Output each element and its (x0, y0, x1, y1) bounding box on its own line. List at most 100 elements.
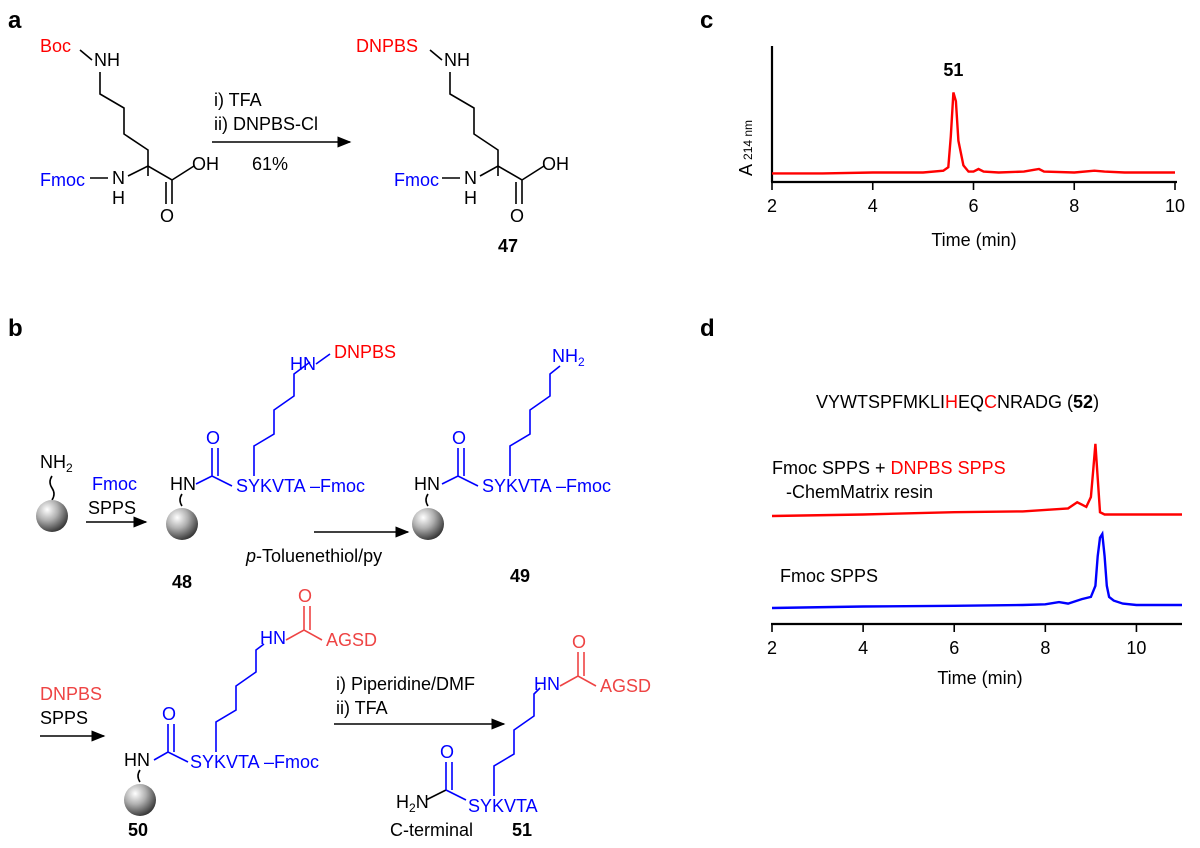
carbonyl-49 (441, 448, 479, 487)
resin-bead-49 (412, 508, 444, 540)
side-chain-48 (253, 361, 311, 476)
hn-48: HN (170, 474, 196, 494)
carbonyl-50 (153, 724, 189, 763)
carbonyl-agsd-51 (559, 652, 597, 687)
yield-label: 61% (252, 154, 288, 174)
peptide-50: SYKVTA (190, 752, 260, 772)
chart-c-trace (772, 92, 1175, 175)
chart-c-tick-label-2: 6 (968, 196, 978, 216)
resin-linker-1 (49, 475, 55, 501)
panel-a-scheme: Boc NH Fmoc N H OH O i) TFA ii) DNPBS-Cl… (40, 36, 569, 256)
resin-bead-1 (36, 500, 68, 532)
nh2-49: NH2 (552, 346, 585, 369)
resin-linker-48 (179, 493, 183, 507)
dnpbs-48: DNPBS (334, 342, 396, 362)
dnpbs-spps-label: DNPBS (40, 684, 102, 704)
chart-d-tick-label-3: 8 (1040, 638, 1050, 658)
resin-linker-49 (425, 493, 429, 507)
c-terminal-label: C-terminal (390, 820, 473, 840)
carbonyl-48 (195, 448, 233, 487)
hn-side-50: HN (260, 628, 286, 648)
agsd-51: AGSD (600, 676, 651, 696)
prod-carbonyl-o: O (510, 206, 524, 226)
resin-bead-50 (124, 784, 156, 816)
prod-backbone (442, 165, 545, 204)
panel-label-b: b (8, 315, 23, 342)
spps-label-2: SPPS (40, 708, 88, 728)
hn-50: HN (124, 750, 150, 770)
spps-label-1: SPPS (88, 498, 136, 518)
legend-red-line2: -ChemMatrix resin (786, 482, 933, 502)
chart-d-title: VYWTSPFMKLIHEQCNRADG (52) (816, 392, 1099, 412)
resin-linker-50 (137, 769, 141, 783)
panel-label-a: a (8, 7, 22, 34)
chart-d-ticks: 2 4 6 8 10 (767, 624, 1146, 658)
o-51: O (440, 742, 454, 762)
o-agsd-50: O (298, 586, 312, 606)
panel-label-c: c (700, 7, 713, 34)
carbonyl-51 (445, 762, 467, 801)
compound-49: 49 (510, 566, 530, 586)
panel-label-d: d (700, 315, 715, 342)
cleave-step-2: ii) TFA (336, 698, 388, 718)
chart-d-tick-label-4: 10 (1126, 638, 1146, 658)
deprotect-label: p-Toluenethiol/py (245, 546, 382, 566)
legend-red-line1: Fmoc SPPS + DNPBS SPPS (772, 458, 1006, 478)
resin-bead-48 (166, 508, 198, 540)
sm-alpha-n: N (112, 168, 125, 188)
agsd-50: AGSD (326, 630, 377, 650)
h2n-51: H2N (396, 792, 429, 815)
chart-c-tick-label-1: 4 (868, 196, 878, 216)
prod-fmoc: Fmoc (394, 170, 439, 190)
chart-c-tick-label-0: 2 (767, 196, 777, 216)
o-50: O (162, 704, 176, 724)
compound-50: 50 (128, 820, 148, 840)
fmoc-end-48: –Fmoc (310, 476, 365, 496)
dnpbs-group: DNPBS (356, 36, 418, 56)
o-48: O (206, 428, 220, 448)
o-agsd-51: O (572, 632, 586, 652)
compound-51: 51 (512, 820, 532, 840)
chart-d-trace-red (771, 443, 1182, 518)
prod-oh: OH (542, 154, 569, 174)
chart-c-tick-label-4: 10 (1165, 196, 1185, 216)
side-chain-50 (215, 643, 265, 752)
sm-oh: OH (192, 154, 219, 174)
sm-side-chain (79, 49, 149, 176)
prod-side-chain (429, 49, 499, 176)
peptide-49: SYKVTA (482, 476, 552, 496)
chart-c-ticks: 2 4 6 8 10 (767, 182, 1185, 216)
hn-side-48: HN (290, 354, 316, 374)
sm-alpha-h: H (112, 188, 125, 208)
sm-carbonyl-o: O (160, 206, 174, 226)
prod-alpha-n: N (464, 168, 477, 188)
cleave-step-1: i) Piperidine/DMF (336, 674, 475, 694)
chart-d-tick-label-0: 2 (767, 638, 777, 658)
chart-c-tick-label-3: 8 (1069, 196, 1079, 216)
boc-group: Boc (40, 36, 71, 56)
chart-d: VYWTSPFMKLIHEQCNRADG (52) Fmoc SPPS + DN… (767, 392, 1182, 688)
n-link-48 (315, 353, 331, 365)
hn-side-51: HN (534, 674, 560, 694)
resin-nh2: NH2 (40, 452, 73, 475)
step-2-label: ii) DNPBS-Cl (214, 114, 318, 134)
chart-d-xlabel: Time (min) (937, 668, 1022, 688)
sm-side-nh: NH (94, 50, 120, 70)
chart-c-peak-label: 51 (943, 60, 963, 80)
chart-d-tick-label-1: 4 (858, 638, 868, 658)
compound-47: 47 (498, 236, 518, 256)
sm-fmoc: Fmoc (40, 170, 85, 190)
sm-backbone (90, 165, 195, 204)
carbonyl-agsd-50 (285, 606, 323, 641)
fmoc-end-49: –Fmoc (556, 476, 611, 496)
chart-d-trace-blue (771, 530, 1182, 610)
peptide-51: SYKVTA (468, 796, 538, 816)
panel-b-scheme: NH2 Fmoc SPPS HN O SYKVTA –Fmoc HN DNPBS… (36, 342, 651, 840)
side-chain-49 (509, 365, 561, 476)
chart-c-ylabel: A214 nm (736, 120, 756, 176)
amide-bond-51 (425, 789, 447, 801)
chart-d-tick-label-2: 6 (949, 638, 959, 658)
prod-side-nh: NH (444, 50, 470, 70)
